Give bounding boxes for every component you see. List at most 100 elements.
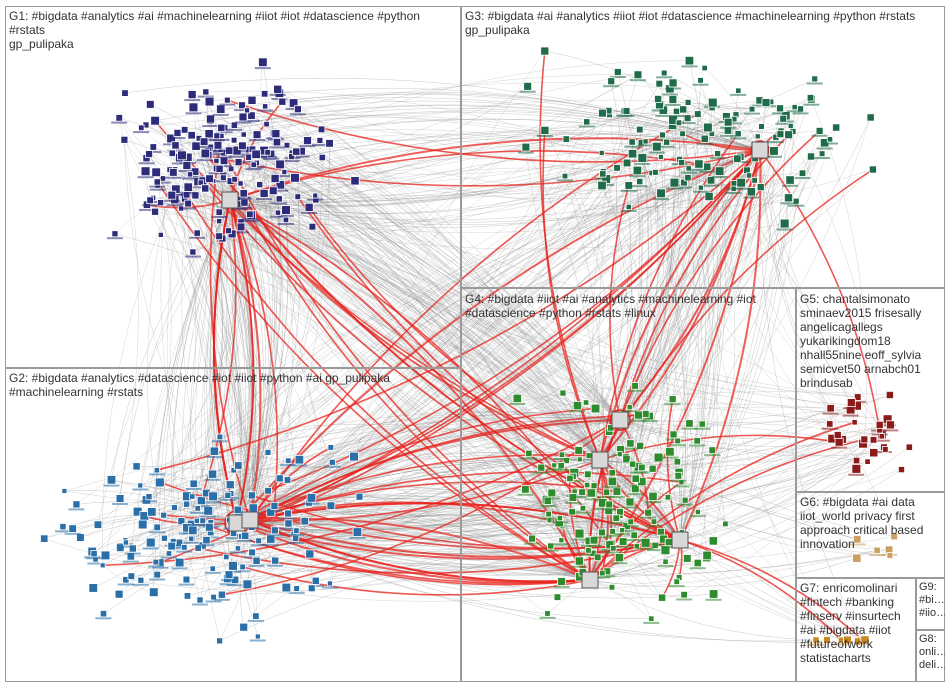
node <box>169 128 186 139</box>
node <box>536 125 553 137</box>
edge <box>267 152 591 581</box>
edge <box>619 419 891 439</box>
edge <box>544 104 753 131</box>
node <box>120 135 129 144</box>
edge <box>589 446 910 581</box>
edge <box>236 522 652 619</box>
edge <box>242 93 280 194</box>
edge <box>249 134 278 521</box>
node <box>630 410 647 422</box>
node <box>251 149 261 160</box>
node <box>509 393 526 405</box>
node <box>524 534 541 545</box>
edge <box>264 150 712 195</box>
node <box>787 122 794 129</box>
edge <box>194 236 220 641</box>
node <box>201 184 210 193</box>
edge <box>199 121 235 601</box>
edge <box>293 93 761 151</box>
node <box>223 553 230 561</box>
node <box>117 539 134 548</box>
edge <box>190 199 231 521</box>
edge <box>182 199 231 531</box>
edge <box>249 196 301 521</box>
node <box>608 469 616 477</box>
highlight-edge <box>619 134 790 421</box>
node <box>257 103 274 112</box>
edge <box>169 169 251 521</box>
edge <box>229 199 858 398</box>
group-g5-label: G5: chantalsimonato sminaev2015 frisesal… <box>800 292 922 390</box>
node <box>684 173 692 182</box>
node <box>171 557 188 570</box>
edge <box>664 162 699 564</box>
node <box>766 146 782 158</box>
edge <box>210 146 607 493</box>
edge <box>105 440 698 557</box>
node <box>582 399 590 406</box>
group-g3-box <box>461 6 945 288</box>
edge <box>160 153 198 521</box>
node <box>145 100 155 109</box>
edge <box>677 153 823 462</box>
node <box>629 460 637 468</box>
node <box>185 102 202 115</box>
node <box>196 137 213 149</box>
edge <box>236 151 299 524</box>
node <box>664 95 681 106</box>
edge <box>244 202 603 574</box>
edge <box>229 170 748 521</box>
node <box>114 589 124 599</box>
edge <box>246 110 591 581</box>
highlight-edge <box>242 566 591 596</box>
edge <box>247 149 761 585</box>
node <box>557 172 573 182</box>
node <box>259 149 276 158</box>
node <box>305 549 315 559</box>
node <box>699 162 716 173</box>
edge <box>249 104 660 521</box>
edge <box>147 169 176 539</box>
edge <box>270 153 591 581</box>
highlight-edge <box>599 459 681 541</box>
edge <box>154 211 855 423</box>
edge <box>191 135 254 521</box>
node <box>350 176 360 186</box>
node <box>149 467 165 476</box>
edge <box>329 50 546 584</box>
edge <box>602 102 712 175</box>
node <box>64 524 81 535</box>
node <box>254 57 271 70</box>
node <box>234 563 251 573</box>
node <box>283 476 292 484</box>
node <box>325 139 334 148</box>
edge <box>212 171 285 475</box>
node <box>646 518 662 527</box>
node <box>559 389 567 397</box>
group-g6-label: G6: #bigdata #ai data iiot_world privacy… <box>800 495 924 551</box>
edge <box>240 133 761 184</box>
node <box>675 119 683 127</box>
node <box>184 90 201 102</box>
node <box>355 492 364 501</box>
edge <box>679 153 727 541</box>
node <box>733 177 750 190</box>
node <box>690 159 707 171</box>
edge <box>119 117 580 460</box>
node <box>178 160 195 172</box>
node <box>593 528 610 539</box>
highlight-edge <box>236 407 596 524</box>
node <box>281 582 292 593</box>
node <box>822 136 838 145</box>
node <box>285 98 302 110</box>
node <box>784 130 793 140</box>
edge <box>589 443 864 581</box>
highlight-edge <box>666 399 681 541</box>
edge <box>210 120 797 208</box>
node <box>132 482 149 491</box>
edge <box>236 62 280 524</box>
edge <box>178 130 546 543</box>
highlight-edge <box>156 149 761 471</box>
node <box>230 136 238 144</box>
edge <box>229 199 858 540</box>
